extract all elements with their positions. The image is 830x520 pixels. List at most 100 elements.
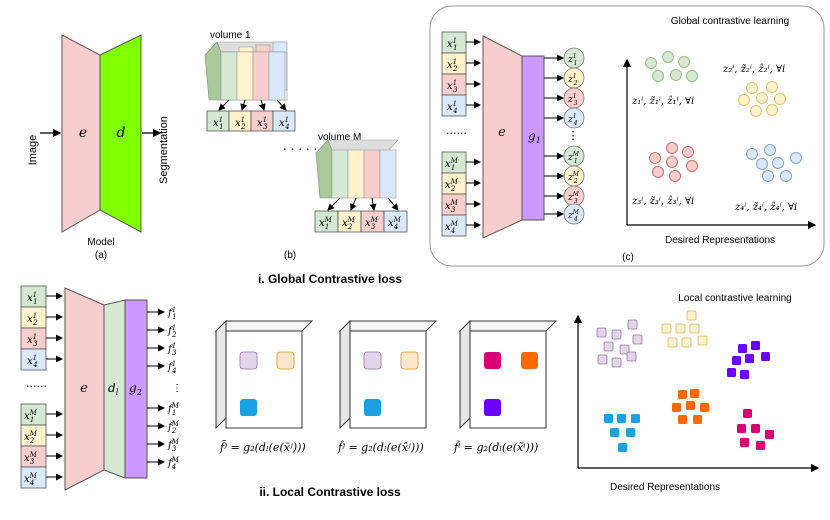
svg-text:xM4: xM4 [24,472,38,487]
svg-text:zM2: zM2 [567,171,580,185]
volume-m-stack [315,139,399,199]
local-head-label: g2 [129,381,142,397]
svg-text:zM1: zM1 [567,151,580,165]
section-title-local: ii. Local Contrastive loss [259,485,401,499]
svg-text:z14: z14 [567,113,578,127]
svg-text:xM3: xM3 [445,199,459,214]
svg-text:x14: x14 [27,354,38,369]
local-title: Local contrastive learning [678,293,791,304]
svg-text:x13: x13 [447,79,458,94]
model-label: Model [87,237,114,248]
svg-text:z13: z13 [567,93,578,107]
volume-1-label: volume 1 [210,30,251,41]
cluster-red [649,142,698,182]
svg-text:......: ...... [26,377,47,390]
local-axis-label: Desired Representations [610,482,720,493]
cube-3 [458,319,558,430]
local-cluster-orange [672,389,709,424]
local-cluster-magenta [737,409,774,450]
svg-text:x11: x11 [447,37,458,52]
global-title: Global contrastive learning [671,16,789,27]
svg-text:x13: x13 [27,333,38,348]
equation-3: f̃ⁱ = g₂(dₗ(e(x̃ⁱ))) [453,441,538,454]
cluster-label-3: z₃ⁱ, z̃₃ⁱ, ẑ₃ⁱ, ∀i [631,196,694,207]
global-head-label: g1 [528,129,541,145]
segmentation-label: Segmentation [158,116,170,184]
cluster-blue [746,144,802,182]
local-head-block [124,299,148,479]
global-axis-label: Desired Representations [665,235,775,246]
local-cluster-blue [604,414,640,452]
cluster-green [645,51,698,82]
svg-text:zM3: zM3 [567,191,580,205]
svg-text:f11: f11 [167,306,177,321]
cluster-label-4: z₄ⁱ, z̃₄ⁱ, ẑ₄ⁱ, ∀i [734,202,797,213]
local-decoder-label: dl [108,381,119,397]
ellipsis-dots: . . . . . . [283,139,325,153]
section-title-global: i. Global Contrastive loss [258,272,402,286]
svg-text:fM2: fM2 [167,420,180,435]
svg-text:x11: x11 [213,116,224,131]
global-z-outputs [563,47,585,225]
local-cluster-lavender [596,319,643,368]
svg-text:x12: x12 [27,312,38,327]
svg-text:x11: x11 [27,291,38,306]
local-cluster-purple [727,341,770,379]
cluster-yellow [738,81,786,117]
svg-text:xM1: xM1 [319,216,333,231]
svg-text:xM1: xM1 [445,157,459,172]
svg-text:xM2: xM2 [445,178,459,193]
equation-1: f̄ʲ = g₂(dₗ(e(x̄ʲ))) [219,441,306,454]
svg-text:zM4: zM4 [567,209,580,223]
svg-text:xM3: xM3 [365,216,379,231]
caption-a: (a) [95,250,107,261]
svg-text:xM1: xM1 [24,409,38,424]
global-head-block [521,55,545,221]
panel-a: Image e d Segmentation Model (a) [27,34,170,261]
svg-text:xM4: xM4 [388,216,402,231]
svg-text:x12: x12 [235,116,246,131]
cluster-label-2: z₂ⁱ, z̃₂ⁱ, ẑ₂ⁱ, ∀i [722,64,785,75]
svg-text:fM4: fM4 [167,456,180,471]
svg-text:......: ...... [446,124,467,137]
local-cluster-peach [661,310,708,348]
svg-text:fM3: fM3 [167,438,180,453]
decoder-label: d [117,125,126,141]
svg-text:xM3: xM3 [24,451,38,466]
caption-c: (c) [622,252,634,263]
svg-text:z12: z12 [567,73,578,87]
svg-text:x13: x13 [257,116,268,131]
svg-text:⋮: ⋮ [568,129,579,142]
svg-text:xM2: xM2 [24,430,38,445]
caption-b: (b) [284,250,296,261]
equation-2: f̂ʲ = g₂(dₗ(e(x̂ʲ))) [337,441,424,454]
cube-1 [214,319,314,430]
svg-text:x12: x12 [447,58,458,73]
volume-1-stack [204,41,288,101]
decoder-block [99,34,142,233]
svg-text:xM4: xM4 [445,220,459,235]
svg-text:f12: f12 [167,324,177,339]
local-encoder-label: e [80,381,88,396]
svg-text:f14: f14 [167,360,177,375]
cube-2 [338,319,438,430]
svg-text:x14: x14 [279,116,290,131]
svg-text:fM1: fM1 [167,402,180,417]
global-encoder-label: e [498,125,506,140]
svg-text:x14: x14 [447,100,458,115]
encoder-label: e [79,125,87,141]
svg-text:z11: z11 [567,53,577,67]
cluster-label-1: z₁ⁱ, z̃₁ⁱ, ẑ₁ⁱ, ∀i [631,96,694,107]
svg-text:⋮: ⋮ [172,383,182,394]
image-label: Image [27,135,39,166]
